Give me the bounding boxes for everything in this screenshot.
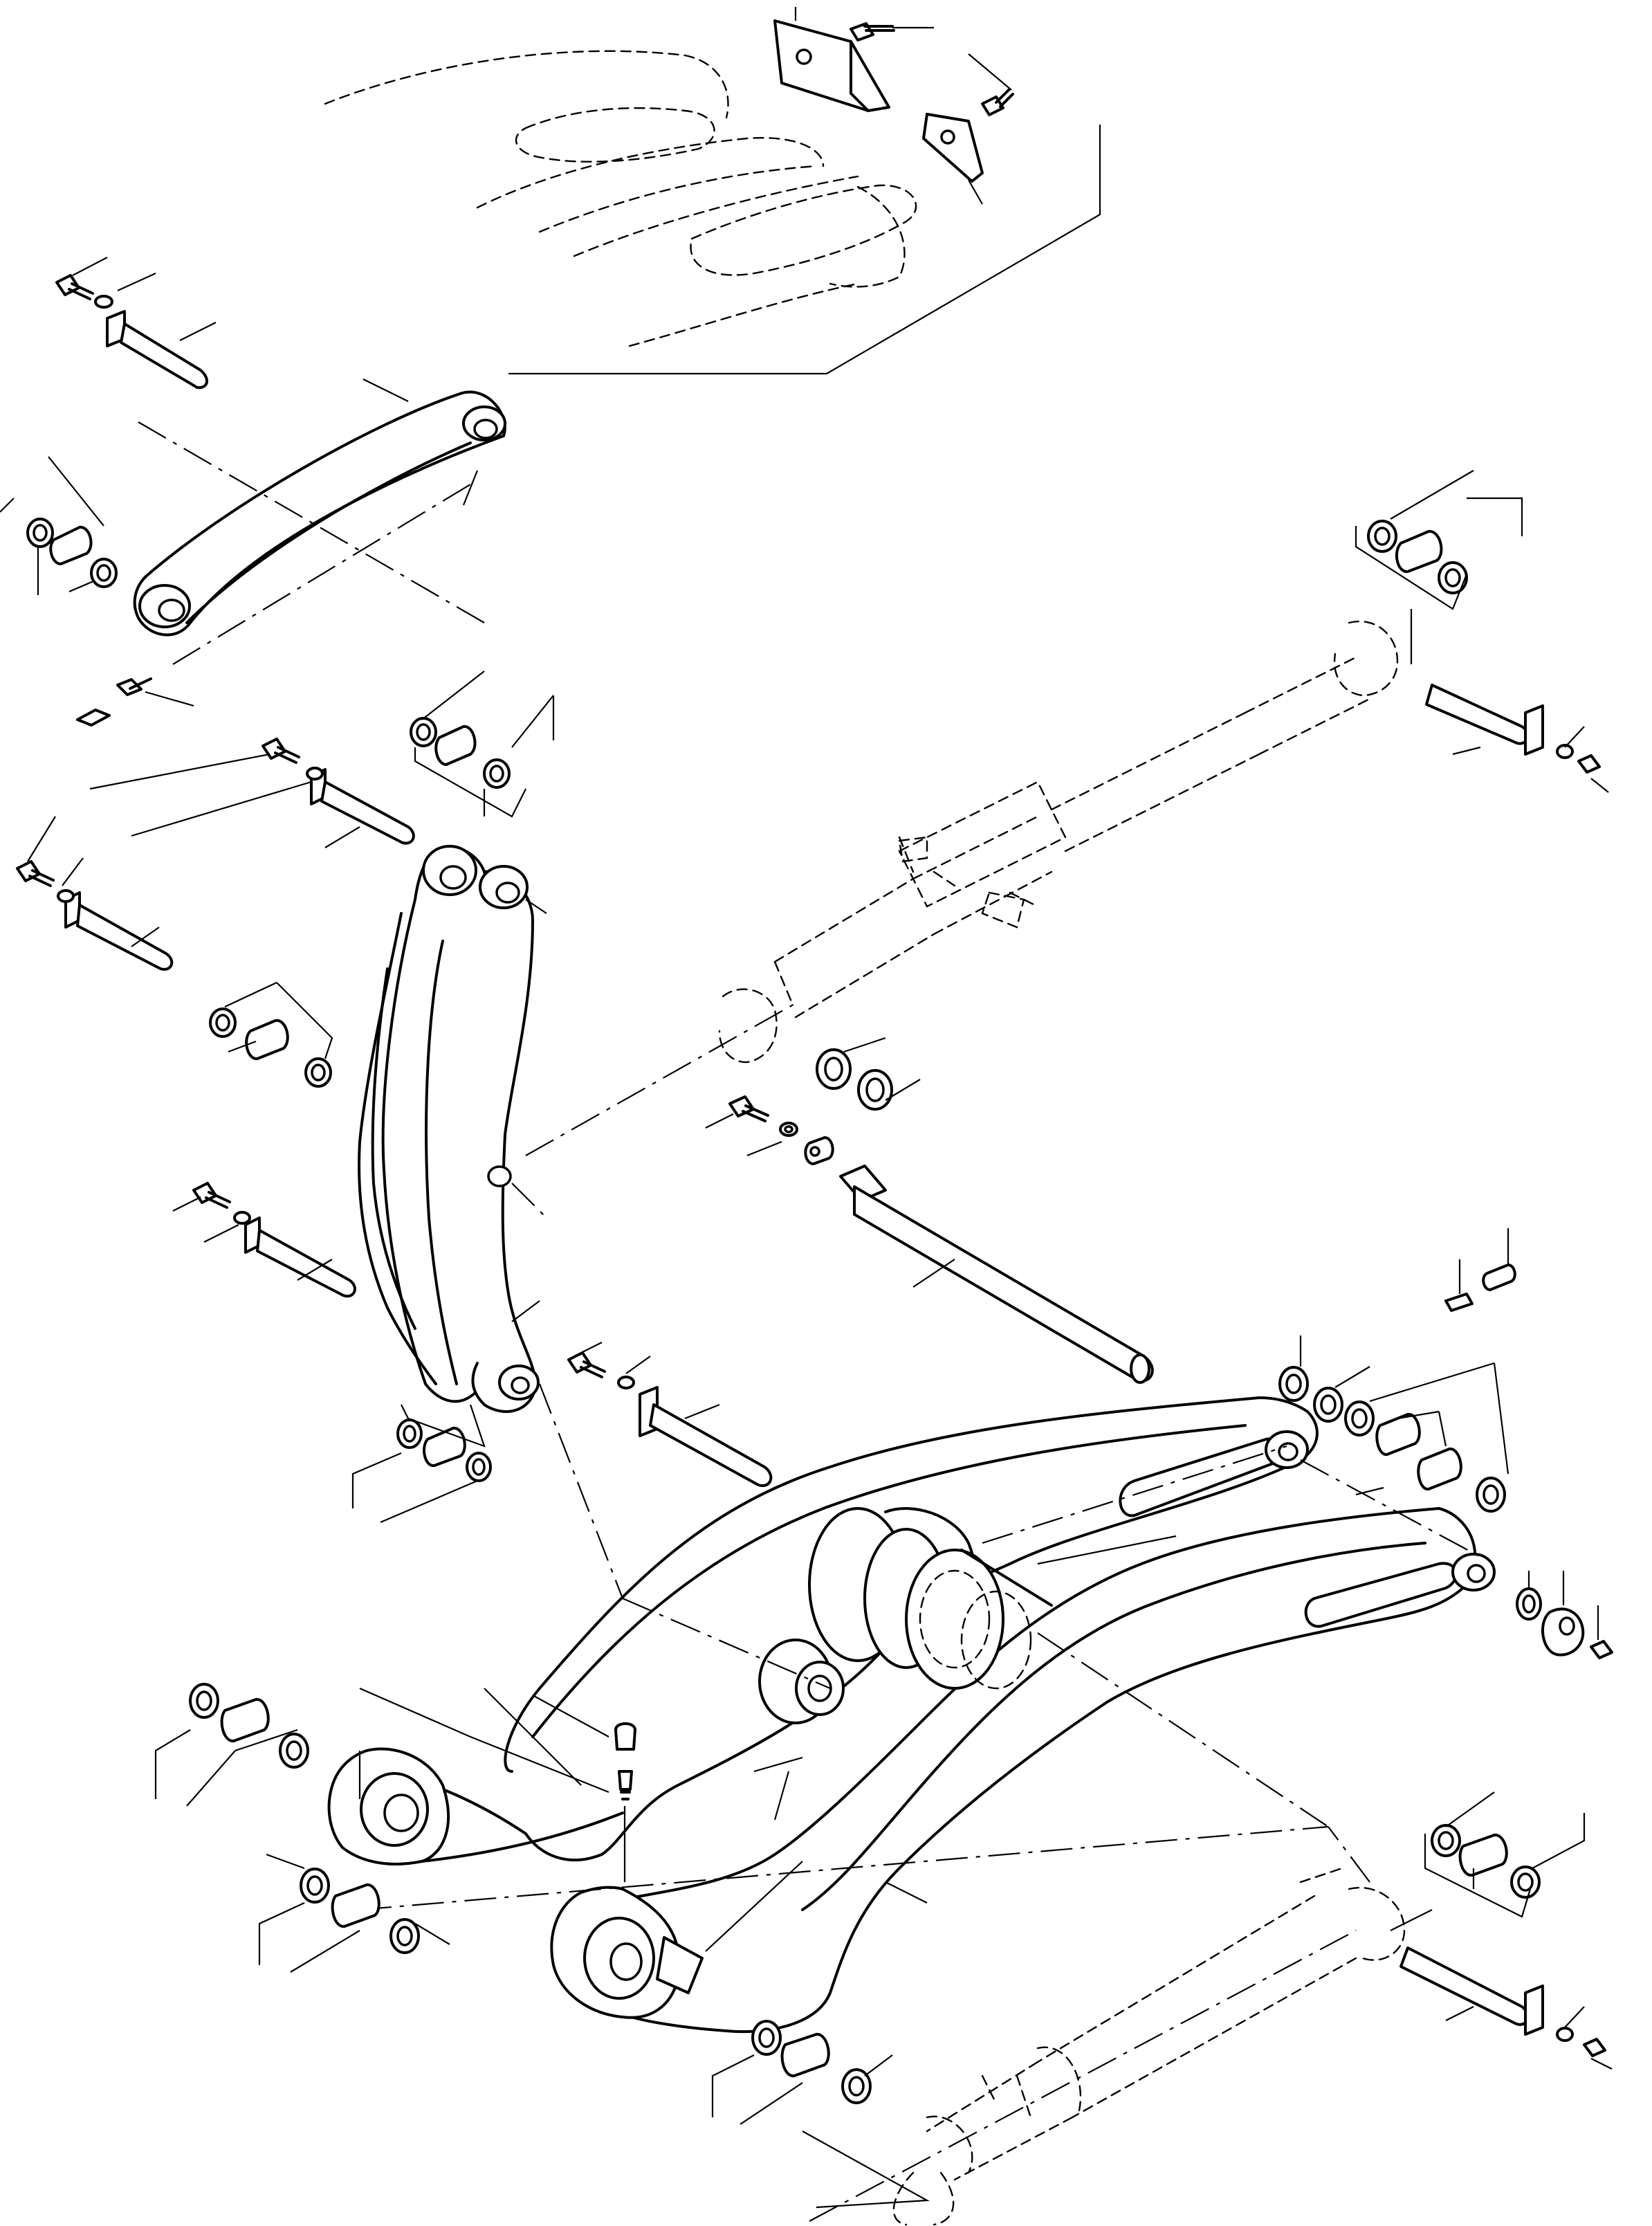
frame-upper-pivot-pin (567, 1342, 773, 1488)
cross-shaft-bolt (705, 1095, 834, 1165)
frame-right-end-hardware (1516, 1571, 1613, 1659)
frame-leader-4 (773, 1771, 790, 1821)
frame-right-bushing-set (1278, 1335, 1509, 1513)
tilt-lever-mid-bushing-set (209, 982, 333, 1088)
frame-centerline-7 (982, 1445, 1287, 1544)
upper-arm-centerline-2 (172, 484, 471, 665)
tilt-cylinder-front-bushing-set (816, 1037, 921, 1111)
upper-link-pin (106, 310, 217, 390)
lift-cylinder (892, 1867, 1406, 2226)
frame-centerline-6 (1300, 1459, 1481, 1558)
upper-link-arm (133, 378, 506, 637)
frame-leader-6 (359, 1687, 471, 1738)
frame-centerline-1 (538, 1383, 624, 1599)
lift-cylinder-rear-bushing-set (1390, 1791, 1586, 1931)
tilt-lever-lower-pin (172, 1182, 356, 1298)
upper-arm-bushing-set (0, 456, 118, 595)
upper-link-pin-bolt (55, 257, 156, 309)
lift-cylinder-front-bushing-set (711, 2020, 930, 2209)
lift-cylinder-rear-pin (1399, 1946, 1613, 2070)
frame-leader-1 (1037, 1535, 1177, 1565)
tilt-lever-left-pin (16, 816, 174, 971)
frame-leader-3 (753, 1756, 803, 1773)
frame-leader-2 (885, 1881, 928, 1904)
cross-shaft-pin (839, 1165, 1154, 1384)
frame-centerline-4 (359, 1825, 1329, 1911)
tilt-cylinder-rear-bushing-set (1355, 470, 1523, 664)
loader-lift-arm-frame (327, 1396, 1496, 2034)
bucket-bolts (850, 22, 1014, 116)
tilt-lever-lower-bushing-set (351, 1404, 492, 1524)
grease-fitting-center (532, 1695, 636, 1882)
frame-left-upper-bushing-set (154, 1683, 361, 1807)
tilt-cylinder (718, 621, 1399, 1064)
bucket-group-bracket (508, 125, 1101, 375)
bucket-outline (324, 50, 917, 347)
tilt-lever-top-bushing-set (410, 670, 555, 818)
tilt-lever-centerline-2 (511, 1183, 547, 1219)
frame-centerline-2 (622, 1597, 831, 1690)
frame-leader-5 (484, 1688, 582, 1786)
frame-centerline-5 (1328, 1826, 1370, 1883)
frame-centerline-3 (1037, 1632, 1329, 1827)
tilt-cylinder-rear-pin (1425, 684, 1609, 793)
grease-fitting-right (1444, 1228, 1516, 1312)
upper-arm-centerline (138, 421, 485, 623)
tilt-lever-top-pin (89, 738, 415, 848)
frame-left-lower-bushing-set (258, 1853, 450, 1973)
frame-leader-7 (470, 1735, 609, 1794)
lift-cylinder-centerline (809, 1930, 1357, 2222)
grease-fitting-upper (76, 677, 194, 727)
bucket-side-plates (773, 7, 984, 205)
tilt-lever-centerline (525, 1003, 796, 1156)
tilt-lever-pair (358, 845, 547, 1413)
